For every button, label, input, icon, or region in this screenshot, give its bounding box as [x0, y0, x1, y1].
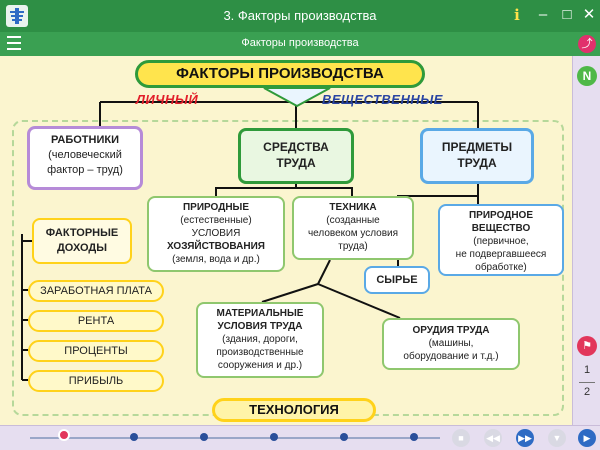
window-titlebar: 3. Факторы производства i – □ ✕ [0, 0, 600, 32]
timeline-current-marker[interactable] [58, 429, 70, 441]
natural-substance-box[interactable]: ПРИРОДНОЕ ВЕЩЕСТВО (первичное, не подвер… [438, 204, 564, 276]
rewind-button[interactable]: ◀◀ [484, 429, 502, 447]
timeline-step[interactable] [130, 433, 138, 441]
means-of-labor-box[interactable]: СРЕДСТВА ТРУДА [238, 128, 354, 184]
stop-button[interactable]: ■ [452, 429, 470, 447]
info-button[interactable]: i [514, 6, 520, 24]
notes-button[interactable]: N [577, 66, 597, 86]
label-material: ВЕЩЕСТВЕННЫЕ [322, 92, 443, 107]
income-item-profit[interactable]: ПРИБЫЛЬ [28, 370, 164, 392]
player-bar: ■ ◀◀ ▶▶ ▼ ▶ [0, 425, 600, 450]
right-tool-panel: N ⚑ 1 2 [572, 56, 600, 425]
tools-desc-1: (машины, [428, 338, 474, 349]
natural-sub-1: (естественные) [180, 215, 252, 226]
natural-sub-3: ХОЗЯЙСТВОВАНИЯ [167, 241, 265, 252]
tools-of-labor-box[interactable]: ОРУДИЯ ТРУДА (машины, оборудование и т.д… [382, 318, 520, 370]
label-personal: ЛИЧНЫЙ [136, 92, 199, 107]
objects-line-2: ТРУДА [457, 156, 497, 170]
timeline-step[interactable] [270, 433, 278, 441]
lesson-title: Факторы производства [241, 37, 359, 49]
factor-income-box[interactable]: ФАКТОРНЫЕ ДОХОДЫ [32, 218, 132, 264]
technique-desc-2: человеком условия [307, 228, 399, 239]
technology-box[interactable]: ТЕХНОЛОГИЯ [212, 398, 376, 422]
lesson-header: Факторы производства ⤴ [0, 32, 600, 56]
page-divider [579, 382, 595, 383]
material-desc-2: производственные [216, 347, 304, 358]
page-current[interactable]: 1 [583, 364, 591, 376]
workers-box[interactable]: РАБОТНИКИ (человеческий фактор – труд) [27, 126, 143, 190]
technique-title: ТЕХНИКА [329, 202, 377, 213]
substance-title-1: ПРИРОДНОЕ [468, 210, 534, 221]
app-logo-icon [6, 5, 28, 27]
material-desc-1: (здания, дороги, [222, 334, 298, 345]
diagram-canvas: ФАКТОРЫ ПРОИЗВОДСТВА ЛИЧНЫЙ ВЕЩЕСТВЕННЫЕ… [0, 56, 572, 425]
play-button[interactable]: ▶ [578, 429, 596, 447]
title-pointer-icon [263, 87, 331, 108]
material-title-1: МАТЕРИАЛЬНЫЕ [216, 308, 304, 319]
share-button[interactable]: ⤴ [578, 35, 596, 53]
objects-of-labor-box[interactable]: ПРЕДМЕТЫ ТРУДА [420, 128, 534, 184]
technique-desc-1: (созданные [326, 215, 380, 226]
material-conditions-box[interactable]: МАТЕРИАЛЬНЫЕ УСЛОВИЯ ТРУДА (здания, доро… [196, 302, 324, 378]
means-line-2: ТРУДА [276, 156, 316, 170]
factor-income-line-1: ФАКТОРНЫЕ [45, 227, 119, 239]
material-desc-3: сооружения и др.) [217, 360, 303, 371]
skip-end-button[interactable]: ▼ [548, 429, 566, 447]
workers-desc-1: (человеческий [48, 149, 122, 161]
timeline-step[interactable] [340, 433, 348, 441]
technique-box[interactable]: ТЕХНИКА (созданные человеком условия тру… [292, 196, 414, 260]
substance-desc-2: не подвергавшееся [455, 249, 547, 260]
maximize-button[interactable]: □ [562, 6, 572, 23]
means-line-1: СРЕДСТВА [263, 140, 329, 154]
natural-conditions-box[interactable]: ПРИРОДНЫЕ (естественные) УСЛОВИЯ ХОЗЯЙСТ… [147, 196, 285, 272]
bookmark-flag-button[interactable]: ⚑ [577, 336, 597, 356]
income-item-rent[interactable]: РЕНТА [28, 310, 164, 332]
hamburger-menu-icon[interactable] [7, 36, 21, 50]
timeline-step[interactable] [410, 433, 418, 441]
objects-line-1: ПРЕДМЕТЫ [441, 140, 513, 154]
natural-sub-4: (земля, вода и др.) [172, 254, 260, 265]
natural-sub-2: УСЛОВИЯ [191, 228, 241, 239]
minimize-button[interactable]: – [538, 6, 548, 23]
income-item-interest[interactable]: ПРОЦЕНТЫ [28, 340, 164, 362]
material-title-2: УСЛОВИЯ ТРУДА [217, 321, 303, 332]
timeline-step[interactable] [200, 433, 208, 441]
workers-desc-2: фактор – труд) [47, 164, 123, 176]
tools-title: ОРУДИЯ ТРУДА [412, 325, 490, 336]
workers-title: РАБОТНИКИ [51, 134, 119, 146]
technique-desc-3: труда) [338, 241, 368, 252]
substance-desc-1: (первичное, [473, 236, 529, 247]
timeline-track[interactable] [30, 437, 440, 439]
connector-lines [21, 87, 479, 381]
income-item-wages[interactable]: ЗАРАБОТНАЯ ПЛАТА [28, 280, 164, 302]
page-total[interactable]: 2 [583, 386, 591, 398]
tools-desc-2: оборудование и т.д.) [403, 351, 499, 362]
substance-title-2: ВЕЩЕСТВО [471, 223, 531, 234]
substance-desc-3: обработке) [475, 262, 527, 273]
factor-income-line-2: ДОХОДЫ [56, 242, 108, 254]
fast-forward-button[interactable]: ▶▶ [516, 429, 534, 447]
diagram-title: ФАКТОРЫ ПРОИЗВОДСТВА [135, 60, 425, 88]
window-title: 3. Факторы производства [223, 8, 377, 23]
close-button[interactable]: ✕ [582, 6, 596, 23]
raw-materials-box[interactable]: СЫРЬЕ [364, 266, 430, 294]
natural-title: ПРИРОДНЫЕ [182, 202, 250, 213]
